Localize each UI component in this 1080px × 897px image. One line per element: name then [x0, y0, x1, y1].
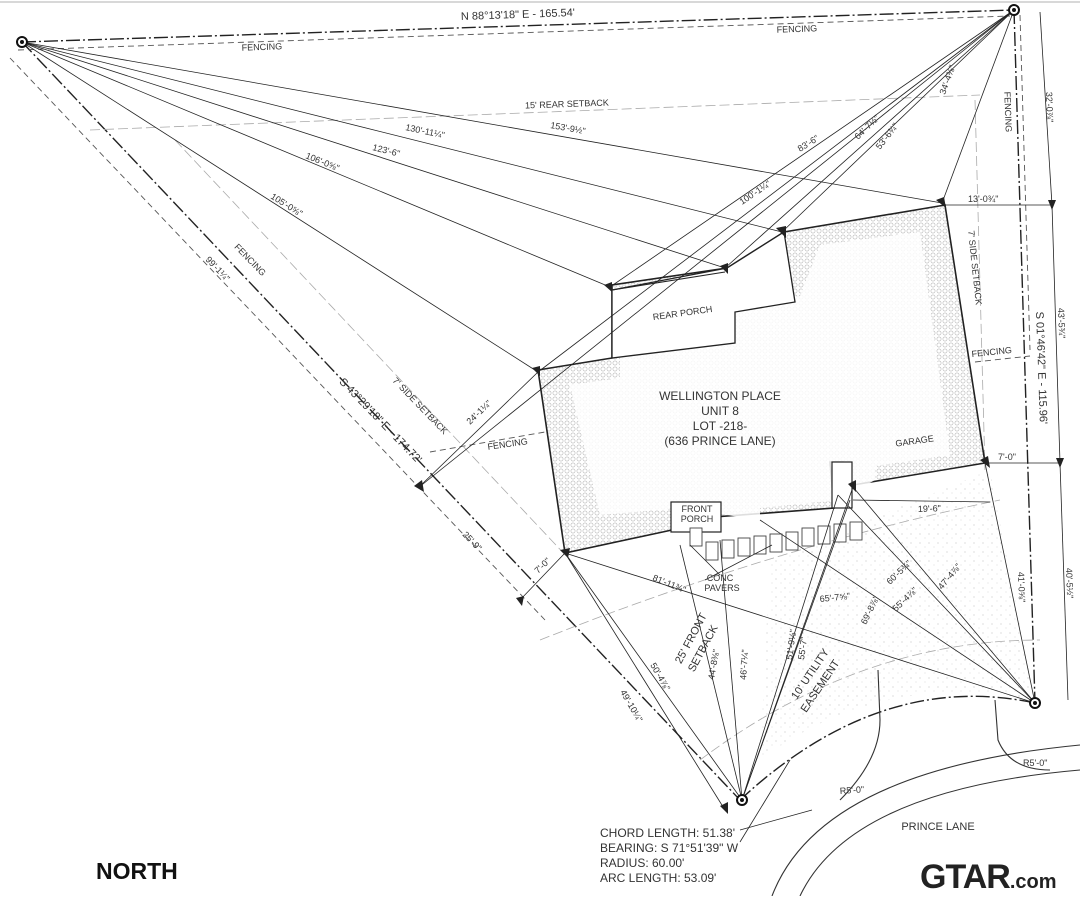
dim-label: 13'-0¾" [968, 194, 998, 204]
gtar-logo-text: GTAR [920, 858, 1011, 896]
dim-label: 83'-6" [796, 133, 821, 154]
dim-label: 44'-8⅜" [706, 649, 721, 681]
house-interior [570, 232, 950, 520]
front-yard-stipple [760, 470, 1035, 760]
fencing-lines [9, 14, 1031, 621]
dim-label: 24'-1¼" [464, 398, 493, 426]
conc-pavers-label-1: CONC [707, 573, 734, 583]
dim-label: 55'-7" [796, 636, 809, 660]
front-porch-label-1: FRONT [682, 504, 713, 514]
arc-length: ARC LENGTH: 53.09' [600, 871, 717, 885]
street-label: PRINCE LANE [901, 821, 974, 833]
curve-radius: RADIUS: 60.00' [600, 856, 685, 870]
dim-label: 105'-0⅝" [269, 191, 304, 218]
dim-label: 34'-4⅜" [937, 64, 957, 96]
bearing-east: S 01°46'42" E - 115.96' [1033, 311, 1049, 424]
dim-label: 32'-0⅞" [1044, 92, 1055, 123]
rear-porch [611, 230, 796, 359]
conc-pavers-label-2: PAVERS [704, 583, 739, 593]
curve-bearing: BEARING: S 71°51'39" W [600, 841, 739, 855]
curve-data-block: CHORD LENGTH: 51.38' BEARING: S 71°51'39… [600, 826, 738, 886]
fencing-label-east: FENCING [1002, 91, 1013, 132]
side-setback-left-label: 7' SIDE SETBACK [391, 376, 450, 437]
property-boundary [21, 9, 1036, 801]
lot-unit-label: UNIT 8 [701, 404, 739, 418]
dim-label: 19'-6" [918, 503, 941, 514]
dimension-lines [21, 9, 1069, 843]
lot-number-label: LOT -218- [693, 419, 747, 433]
gtar-logo-suffix: .com [1009, 871, 1057, 893]
prince-lane-curb [771, 669, 1080, 896]
dim-label: 7'-0" [998, 452, 1016, 462]
dim-label: R5'-0" [839, 784, 864, 796]
dim-label: 153'-9½" [550, 120, 587, 136]
dim-label: 123'-6" [372, 142, 402, 158]
dim-label: 25'-9" [461, 529, 484, 552]
fencing-label-top-right: FENCING [776, 23, 817, 34]
dim-label: 50'-4⅞" [648, 661, 672, 692]
side-setback-right-label: 7' SIDE SETBACK [966, 230, 984, 305]
fencing-label-center: FENCING [487, 436, 528, 452]
dim-label: 41'-0⅝" [1016, 572, 1027, 603]
dim-label: 130'-11¼" [405, 122, 446, 140]
lot-address-label: (636 PRINCE LANE) [664, 434, 775, 448]
dim-label: R5'-0" [1023, 758, 1047, 768]
dimension-ticks [414, 197, 1064, 814]
dim-label: 7'-0" [532, 556, 552, 576]
north-label: NORTH [96, 858, 178, 884]
lot-subdivision-label: WELLINGTON PLACE [659, 389, 781, 403]
dim-label: 43'-5¾" [1056, 308, 1067, 339]
bearing-north: N 88°13'18" E - 165.54' [461, 7, 575, 23]
dim-label: 40'-5½" [1064, 568, 1075, 599]
dim-label: 100'-1¼" [738, 179, 773, 207]
dim-label: 51'-9½" [784, 629, 798, 661]
front-porch-label-2: PORCH [681, 514, 714, 524]
dim-label: 65'-7⅝" [819, 591, 850, 604]
rear-setback-label: 15' REAR SETBACK [525, 98, 609, 111]
dim-label: 46'-7¼" [738, 649, 750, 680]
chord-length: CHORD LENGTH: 51.38' [600, 826, 735, 840]
front-porch [670, 501, 722, 533]
dim-label: 106'-0⅝" [304, 151, 341, 174]
gtar-watermark-logo: GTAR.com [920, 858, 1057, 897]
fencing-label-garage: FENCING [971, 345, 1012, 359]
fencing-label-top-left: FENCING [241, 41, 282, 52]
fencing-label-west: FENCING [232, 242, 267, 278]
dim-label: 81'-11¾" [651, 573, 687, 595]
dim-label: 53'-6¾" [874, 121, 901, 151]
dim-label: 49'-10¼" [618, 688, 644, 724]
